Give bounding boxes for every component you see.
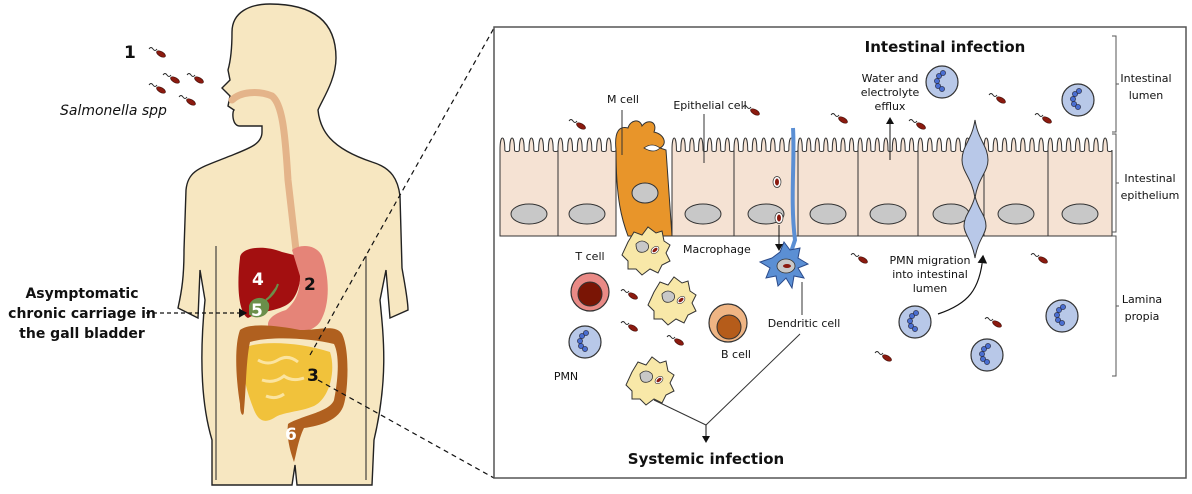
layer-label-lumen: Intestinal lumen — [1120, 72, 1171, 102]
pmn-cell — [925, 65, 959, 99]
svg-text:propia: propia — [1125, 310, 1160, 323]
svg-text:electrolyte: electrolyte — [861, 86, 920, 99]
epithelial-nucleus — [809, 203, 847, 225]
svg-text:chronic carriage in: chronic carriage in — [8, 306, 156, 322]
b-cell-label: B cell — [721, 348, 751, 361]
svg-text:into intestinal: into intestinal — [892, 268, 968, 281]
t-cell-label: T cell — [574, 250, 604, 263]
zoom-connector-bottom — [317, 379, 495, 479]
layer-label-lamina-propria: Lamina propia — [1122, 293, 1162, 323]
epithelial-nucleus — [1061, 203, 1099, 225]
svg-text:lumen: lumen — [913, 282, 948, 295]
step-number-4: 4 — [252, 270, 264, 290]
m-cell-label: M cell — [607, 93, 639, 106]
layer-label-epithelium: Intestinal epithelium — [1121, 172, 1180, 202]
gallbladder — [249, 283, 279, 318]
epithelial-nucleus — [997, 203, 1035, 225]
step-number-2: 2 — [304, 275, 316, 295]
colon — [236, 325, 348, 462]
migrating-pmn — [961, 119, 989, 259]
dendritic-cell-dendrite — [788, 127, 798, 256]
svg-text:Asymptomatic: Asymptomatic — [25, 286, 138, 302]
pmn-cell — [568, 325, 602, 359]
b-cell — [708, 303, 748, 343]
epithelium-layer — [499, 137, 1113, 237]
systemic-infection-title: Systemic infection — [628, 450, 784, 468]
efflux-annotation: Water and electrolyte efflux — [861, 72, 920, 113]
svg-text:Lamina: Lamina — [1122, 293, 1162, 306]
svg-text:the gall bladder: the gall bladder — [19, 326, 145, 342]
t-cell — [570, 272, 610, 312]
bacterium — [186, 73, 205, 86]
macrophage-label: Macrophage — [683, 243, 751, 256]
svg-text:Intestinal: Intestinal — [1124, 172, 1175, 185]
bacterium — [162, 73, 181, 86]
svg-text:Water and: Water and — [862, 72, 919, 85]
epithelial-cell-label: Epithelial cell — [673, 99, 746, 112]
carriage-label: Asymptomatic chronic carriage in the gal… — [8, 286, 156, 342]
dendritic-cell-label: Dendritic cell — [768, 317, 841, 330]
organism-label: Salmonella spp — [60, 103, 167, 119]
bacterium — [148, 83, 167, 96]
step-number-5: 5 — [251, 301, 263, 321]
pmn-migration-arrow — [937, 254, 988, 315]
m-cell — [615, 120, 673, 237]
intestinal-infection-title: Intestinal infection — [865, 38, 1026, 56]
bacterium — [178, 95, 197, 108]
svg-text:efflux: efflux — [875, 100, 906, 113]
bacterium — [148, 47, 167, 60]
epithelial-nucleus — [932, 203, 970, 225]
human-body-figure — [177, 3, 409, 486]
epithelial-nucleus — [510, 203, 548, 225]
pmn-cell — [898, 305, 932, 339]
svg-text:epithelium: epithelium — [1121, 189, 1180, 202]
step-number-1: 1 — [124, 43, 136, 63]
epithelial-nucleus — [869, 203, 907, 225]
bacteria-vacuole — [772, 176, 784, 251]
pmn-migration-annotation: PMN migration into intestinal lumen — [890, 254, 971, 295]
step-number-3: 3 — [307, 366, 319, 386]
esophagus — [228, 89, 300, 254]
pmn-cell — [1061, 83, 1095, 117]
svg-text:lumen: lumen — [1129, 89, 1164, 102]
stomach — [267, 246, 328, 333]
epithelial-nucleus — [568, 203, 606, 225]
pmn-cell — [970, 338, 1004, 372]
layer-brackets — [1112, 35, 1119, 377]
svg-text:Intestinal: Intestinal — [1120, 72, 1171, 85]
svg-text:PMN migration: PMN migration — [890, 254, 971, 267]
pmn-cell — [1045, 299, 1079, 333]
pmn-label: PMN — [554, 370, 578, 383]
epithelial-nucleus — [684, 203, 722, 225]
salmonella-bacteria-group — [148, 47, 205, 108]
step-number-6: 6 — [285, 425, 297, 445]
